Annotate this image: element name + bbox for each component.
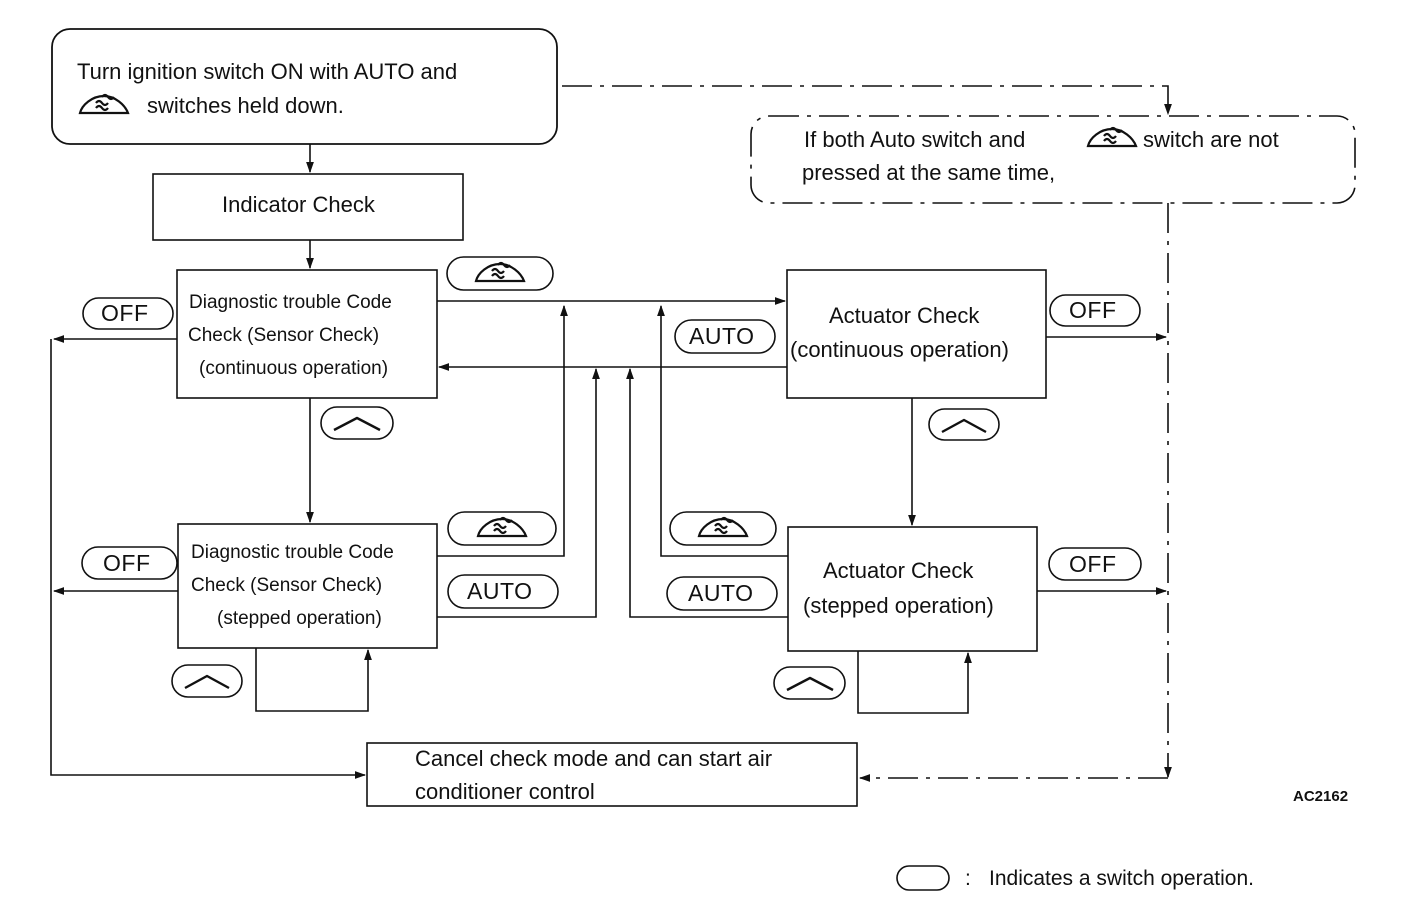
defrost-switch-icon bbox=[697, 516, 749, 538]
start-line1: Turn ignition switch ON with AUTO and bbox=[77, 59, 458, 84]
dtc-stepped-box bbox=[177, 523, 438, 649]
dtc-continuous-box bbox=[176, 269, 438, 399]
cancel-box bbox=[366, 742, 858, 807]
dtc-continuous-line1: Diagnostic trouble Code bbox=[189, 292, 392, 313]
actuator-stepped-line1: Actuator Check bbox=[823, 558, 974, 583]
cancel-line2: conditioner control bbox=[415, 779, 595, 804]
indicator-check-label: Indicator Check bbox=[222, 192, 375, 217]
start-box bbox=[51, 28, 558, 145]
up-switch-icon bbox=[184, 674, 230, 690]
legend-text: Indicates a switch operation. bbox=[989, 867, 1254, 890]
auto-switch-label: AUTO bbox=[689, 323, 755, 349]
defrost-switch-icon bbox=[1086, 126, 1138, 148]
auto-switch-label: AUTO bbox=[688, 580, 754, 606]
off-switch-label: OFF bbox=[103, 550, 151, 576]
note-line1b: switch are not bbox=[1143, 127, 1279, 152]
up-switch-icon bbox=[941, 418, 987, 434]
up-switch-icon bbox=[333, 416, 381, 432]
actuator-continuous-box bbox=[786, 269, 1047, 399]
note-line1a: If both Auto switch and bbox=[804, 127, 1026, 152]
start-line2: switches held down. bbox=[147, 93, 344, 118]
dtc-stepped-line1: Diagnostic trouble Code bbox=[191, 542, 394, 563]
note-line2: pressed at the same time, bbox=[802, 160, 1056, 185]
defrost-switch-icon bbox=[476, 516, 528, 538]
indicator-check-box bbox=[152, 173, 464, 241]
off-switch-label: OFF bbox=[101, 300, 149, 326]
actuator-stepped-line2: (stepped operation) bbox=[803, 593, 994, 618]
dtc-stepped-line2: Check (Sensor Check) bbox=[191, 575, 383, 596]
defrost-switch-icon bbox=[474, 261, 526, 283]
defrost-switch-icon bbox=[78, 93, 130, 115]
off-switch-label: OFF bbox=[1069, 551, 1117, 577]
cancel-line1: Cancel check mode and can start air bbox=[415, 746, 773, 771]
legend-separator: : bbox=[965, 867, 971, 890]
actuator-continuous-line1: Actuator Check bbox=[829, 303, 980, 328]
note-box bbox=[750, 115, 1356, 204]
up-switch-icon bbox=[786, 676, 834, 692]
actuator-continuous-line2: (continuous operation) bbox=[790, 337, 1009, 362]
dtc-continuous-line2: Check (Sensor Check) bbox=[188, 325, 380, 346]
off-switch-label: OFF bbox=[1069, 297, 1117, 323]
auto-switch-label: AUTO bbox=[467, 578, 533, 604]
dtc-continuous-line3: (continuous operation) bbox=[199, 358, 389, 379]
actuator-stepped-box bbox=[787, 526, 1038, 652]
figure-code: AC2162 bbox=[1293, 788, 1349, 805]
dtc-stepped-line3: (stepped operation) bbox=[217, 608, 382, 629]
